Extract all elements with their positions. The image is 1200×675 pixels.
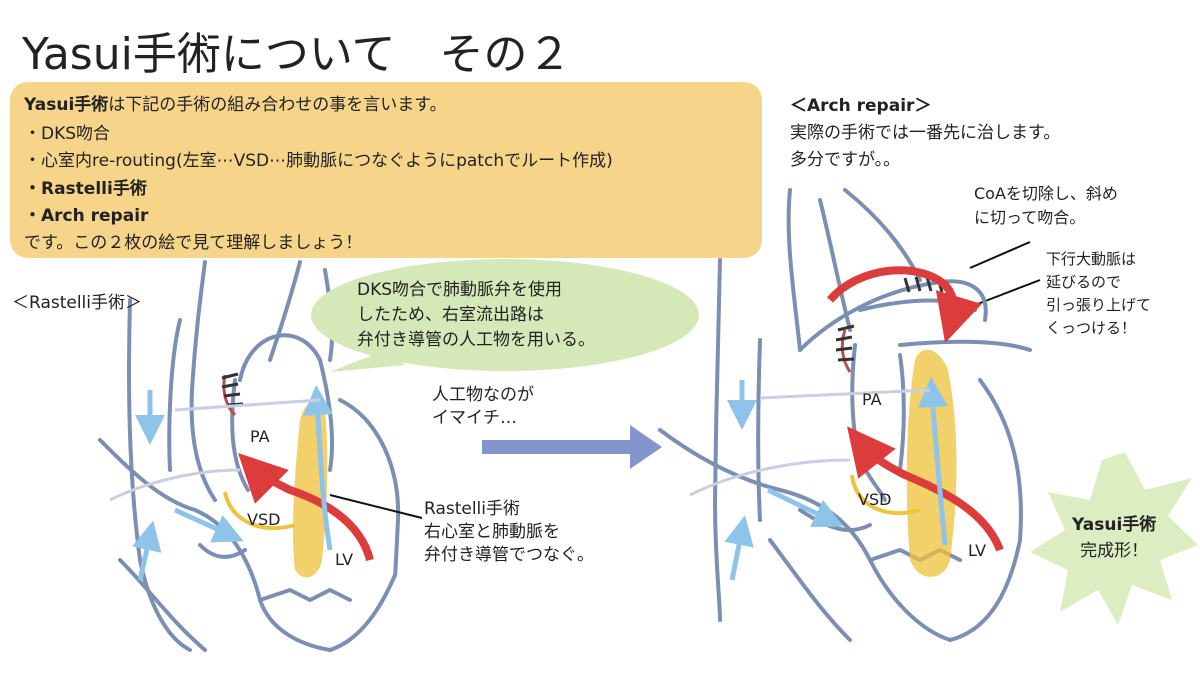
summary-item-rerouting: ・心室内re-routing(左室⋯VSD⋯肺動脈につなぐようにpatchでルー… bbox=[24, 151, 613, 171]
transition-arrow bbox=[482, 425, 662, 469]
right-aorta-arrow bbox=[826, 266, 982, 343]
coa-line-2: に切って吻合。 bbox=[974, 208, 1086, 227]
summary-item-arch: ・Arch repair bbox=[24, 206, 149, 226]
summary-intro-bold: Yasui手術 bbox=[24, 95, 109, 115]
summary-intro-rest: は下記の手術の組み合わせの事を言います。 bbox=[108, 95, 447, 115]
right-heart bbox=[658, 188, 1032, 642]
coa-line-1: CoAを切除し、斜め bbox=[974, 184, 1118, 203]
artificial-note-line-1: 人工物なのが bbox=[432, 385, 534, 405]
right-conduit bbox=[906, 349, 957, 577]
arch-line-1: 実際の手術では一番先に治します。 bbox=[790, 123, 1061, 143]
right-pa-label: PA bbox=[862, 390, 882, 409]
left-red-arrow bbox=[238, 453, 374, 562]
artificial-note: 人工物なのが イマイチ… bbox=[432, 384, 534, 430]
descending-aorta-note: 下行大動脈は 延びるので 引っ張り上げて くっつける！ bbox=[1046, 248, 1151, 340]
desc-line-4: くっつける！ bbox=[1046, 319, 1137, 337]
arch-line-2: 多分ですが。。 bbox=[790, 150, 901, 170]
summary-box: Yasui手術は下記の手術の組み合わせの事を言います。 ・DKS吻合 ・心室内r… bbox=[10, 82, 762, 258]
right-blue-arrow bbox=[917, 377, 948, 546]
left-blue-arrow bbox=[302, 385, 333, 551]
rastelli-note-line-1: 右心室と肺動脈を bbox=[424, 522, 560, 542]
rastelli-pointer bbox=[329, 494, 423, 519]
completion-title: Yasui手術 bbox=[1072, 515, 1157, 535]
desc-line-2: 延びるので bbox=[1046, 273, 1122, 291]
completion-text: Yasui手術 完成形！ bbox=[1072, 512, 1156, 564]
rastelli-note: Rastelli手術 右心室と肺動脈を 弁付き導管でつなぐ。 bbox=[424, 498, 594, 567]
left-vsd-label: VSD bbox=[247, 510, 281, 529]
right-red-arrow bbox=[846, 426, 1004, 552]
right-lv-label: LV bbox=[968, 541, 987, 560]
summary-closing: です。この２枚の絵で見て理解しましょう！ bbox=[24, 233, 363, 253]
bubble-text: DKS吻合で肺動脈弁を使用 したため、右室流出路は 弁付き導管の人工物を用いる。 bbox=[357, 278, 595, 353]
info-bubble bbox=[311, 259, 699, 371]
right-vsd-label: VSD bbox=[858, 490, 892, 509]
left-pa-label: PA bbox=[250, 427, 270, 446]
completion-starburst bbox=[1030, 452, 1198, 625]
rastelli-note-title: Rastelli手術 bbox=[424, 499, 521, 519]
desc-line-3: 引っ張り上げて bbox=[1046, 296, 1152, 314]
desc-line-1: 下行大動脈は bbox=[1046, 250, 1137, 268]
coa-note: CoAを切除し、斜め に切って吻合。 bbox=[974, 182, 1118, 230]
rastelli-note-line-2: 弁付き導管でつなぐ。 bbox=[424, 545, 594, 565]
completion-subtitle: 完成形！ bbox=[1080, 541, 1149, 561]
bubble-line-2: したため、右室流出路は bbox=[357, 305, 544, 325]
artificial-note-line-2: イマイチ… bbox=[432, 408, 517, 428]
page-title: Yasui手術について その２ bbox=[22, 29, 572, 80]
coa-pointer bbox=[969, 241, 1031, 269]
bubble-line-1: DKS吻合で肺動脈弁を使用 bbox=[357, 280, 563, 300]
arch-repair-header: ＜Arch repair＞ 実際の手術では一番先に治します。 多分ですが。。 bbox=[790, 93, 1060, 174]
summary-item-rastelli: ・Rastelli手術 bbox=[24, 179, 147, 199]
left-lv-label: LV bbox=[335, 550, 354, 569]
arch-section-label: ＜Arch repair＞ bbox=[790, 96, 932, 116]
rastelli-section-label: ＜Rastelli手術＞ bbox=[12, 293, 143, 313]
bubble-line-3: 弁付き導管の人工物を用いる。 bbox=[357, 330, 595, 350]
summary-item-dks: ・DKS吻合 bbox=[24, 124, 111, 144]
summary-intro: Yasui手術は下記の手術の組み合わせの事を言います。 bbox=[24, 90, 447, 115]
